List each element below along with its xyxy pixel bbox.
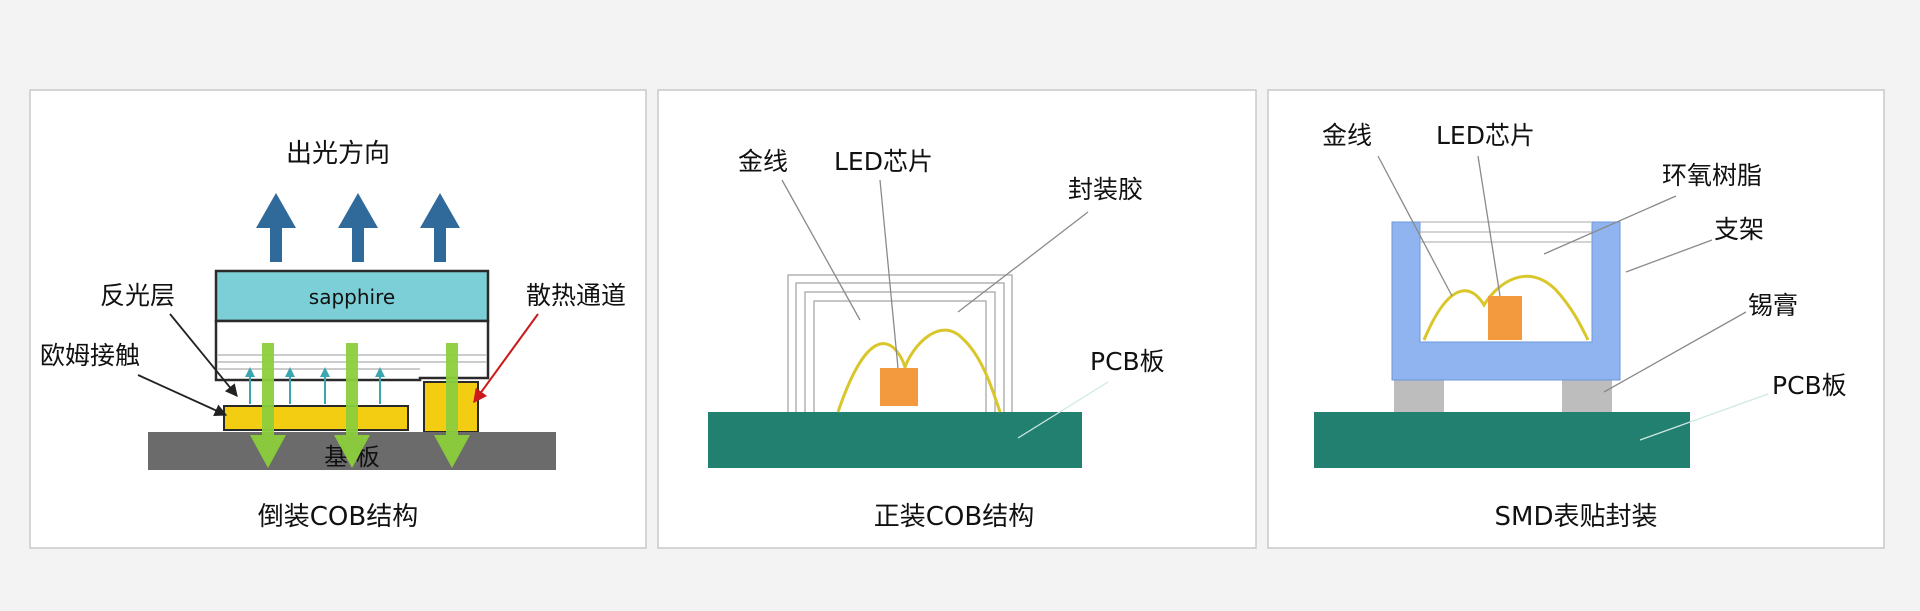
label-led-chip: LED芯片	[1436, 121, 1535, 150]
panel-smd: 金线 LED芯片 环氧树脂 支架 锡膏 PCB板 SMD表贴封装	[1267, 89, 1885, 549]
leader-pcb	[1639, 393, 1769, 441]
label-pcb: PCB板	[1090, 347, 1165, 376]
heat-arrow-down	[334, 343, 370, 468]
pcb-board	[1314, 412, 1690, 468]
light-arrow-up	[256, 193, 296, 262]
gold-wire	[1422, 274, 1590, 341]
leader-epoxy	[1543, 195, 1677, 255]
label-encapsulant: 封装胶	[1068, 175, 1143, 204]
leader-bracket	[1625, 239, 1713, 273]
sapphire-label: sapphire	[309, 285, 395, 309]
label-light-direction: 出光方向	[286, 139, 390, 169]
leader-led-chip	[1477, 155, 1501, 297]
leader-gold-wire	[781, 179, 861, 321]
label-reflective-layer: 反光层	[100, 281, 175, 310]
label-gold-wire: 金线	[1322, 121, 1372, 150]
caption-smd: SMD表贴封装	[1495, 502, 1658, 532]
solder-paste	[1394, 380, 1444, 412]
label-solder-paste: 锡膏	[1748, 291, 1798, 320]
heat-arrow-down	[250, 343, 286, 468]
ohmic-contact-pad	[223, 405, 409, 431]
solder-paste	[1562, 380, 1612, 412]
epoxy-resin	[1420, 221, 1592, 243]
label-heat-channel: 散热通道	[526, 281, 626, 310]
light-arrow-up	[420, 193, 460, 262]
panel-face-up-cob: 金线 LED芯片 封装胶 PCB板 正装COB结构	[657, 89, 1257, 549]
label-bracket: 支架	[1714, 215, 1764, 244]
leader-encapsulant	[957, 211, 1089, 313]
label-pcb: PCB板	[1772, 371, 1847, 400]
pcb-board	[708, 412, 1082, 468]
leader-gold-wire	[1377, 155, 1453, 297]
light-arrow-up	[338, 193, 378, 262]
sapphire-layer	[214, 269, 490, 323]
heat-arrow-down	[434, 343, 470, 468]
led-chip	[1488, 296, 1522, 340]
label-epoxy: 环氧树脂	[1662, 161, 1762, 190]
caption-flip-chip-cob: 倒装COB结构	[258, 502, 418, 532]
label-gold-wire: 金线	[738, 147, 788, 176]
leader-reflective-layer	[169, 313, 238, 397]
leader-heat-channel	[473, 313, 539, 404]
panel-frame	[657, 89, 1257, 549]
leader-led-chip	[879, 179, 899, 369]
label-led-chip: LED芯片	[834, 147, 933, 176]
leader-pcb	[1017, 381, 1109, 439]
led-chip	[880, 368, 918, 406]
panel-flip-chip-cob: 出光方向 sapphire 基 板 反光层	[29, 89, 647, 549]
label-ohmic-contact: 欧姆接触	[40, 341, 140, 370]
leader-solder-paste	[1603, 311, 1747, 393]
gold-wire	[836, 328, 1002, 413]
leader-ohmic-contact	[137, 374, 228, 417]
caption-face-up-cob: 正装COB结构	[874, 502, 1034, 532]
